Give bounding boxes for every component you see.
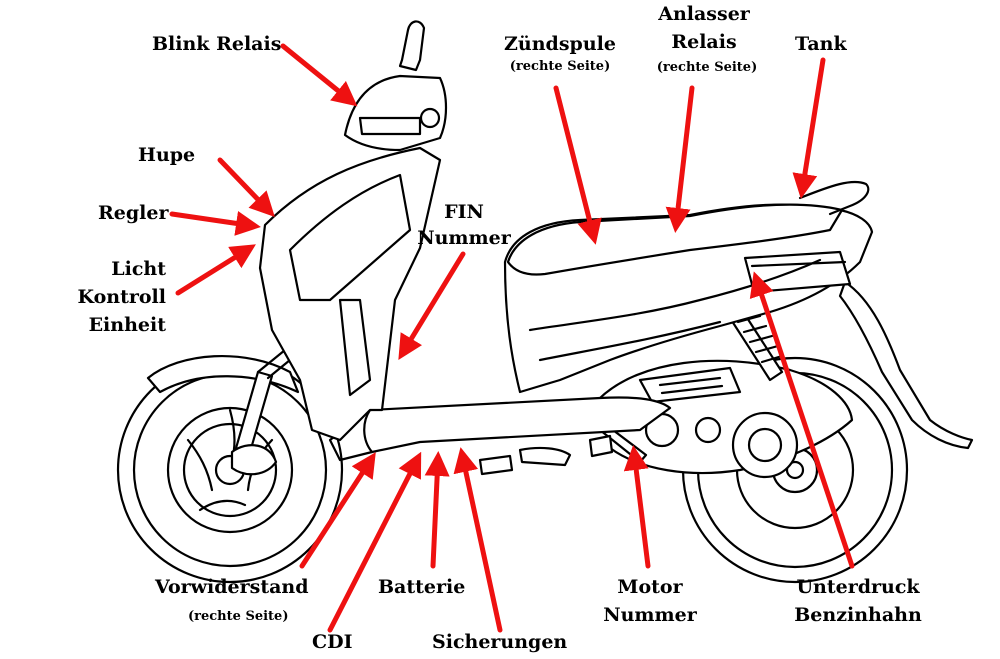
arrow-cdi xyxy=(327,451,422,633)
label-batterie: Batterie xyxy=(378,576,466,598)
front-wheel xyxy=(116,356,344,584)
label-sicherungen: Sicherungen xyxy=(432,631,568,653)
label-licht-line2: Kontroll xyxy=(77,286,166,308)
label-zuendspule-note: (rechte Seite) xyxy=(509,59,611,74)
label-regler: Regler xyxy=(98,202,169,224)
leg-shield xyxy=(258,146,442,442)
label-hupe: Hupe xyxy=(138,144,196,166)
arrow-batterie xyxy=(424,451,450,569)
label-anlasser-note: (rechte Seite) xyxy=(656,60,758,75)
arrow-anlasser-relais xyxy=(665,85,695,233)
arrow-vorwiderstand xyxy=(299,452,376,569)
label-unterdruck-line1: Unterdruck xyxy=(796,576,920,598)
label-motor-line2: Nummer xyxy=(603,604,697,626)
front-fender xyxy=(146,354,300,394)
arrow-regler xyxy=(169,211,261,236)
label-anlasser-line1: Anlasser xyxy=(658,3,750,25)
floorboard xyxy=(363,396,672,454)
label-fin-line2: Nummer xyxy=(417,227,511,249)
label-vorwiderstand: Vorwiderstand xyxy=(155,576,309,598)
arrow-motor-nummer xyxy=(623,445,651,569)
label-unterdruck-line2: Benzinhahn xyxy=(794,604,922,626)
label-licht-line1: Licht xyxy=(111,258,166,280)
grab-rail xyxy=(798,180,870,216)
arrow-sicherungen xyxy=(453,447,503,633)
label-cdi: CDI xyxy=(312,631,353,653)
label-motor-line1: Motor xyxy=(617,576,683,598)
callout-arrows xyxy=(169,43,855,633)
scooter-drawing xyxy=(116,20,974,584)
label-anlasser-line2: Relais xyxy=(671,31,737,53)
label-blink-relais: Blink Relais xyxy=(152,33,282,55)
mirror xyxy=(398,20,426,72)
label-fin-line1: FIN xyxy=(444,201,484,223)
label-tank: Tank xyxy=(795,33,847,55)
label-vorwiderstand-note: (rechte Seite) xyxy=(188,609,289,624)
arrow-zuendspule xyxy=(553,85,602,245)
label-licht-line3: Einheit xyxy=(88,314,166,336)
arrow-fin-nummer xyxy=(398,251,466,360)
arrow-tank xyxy=(792,57,826,199)
label-zuendspule: Zündspule xyxy=(504,33,616,55)
arrow-unterdruck-benzinhahn xyxy=(749,271,855,569)
arrow-hupe xyxy=(217,157,275,218)
arrow-licht-kontroll xyxy=(175,244,256,296)
rear-mudguard xyxy=(838,280,974,450)
arrow-blink-relais xyxy=(280,43,358,107)
